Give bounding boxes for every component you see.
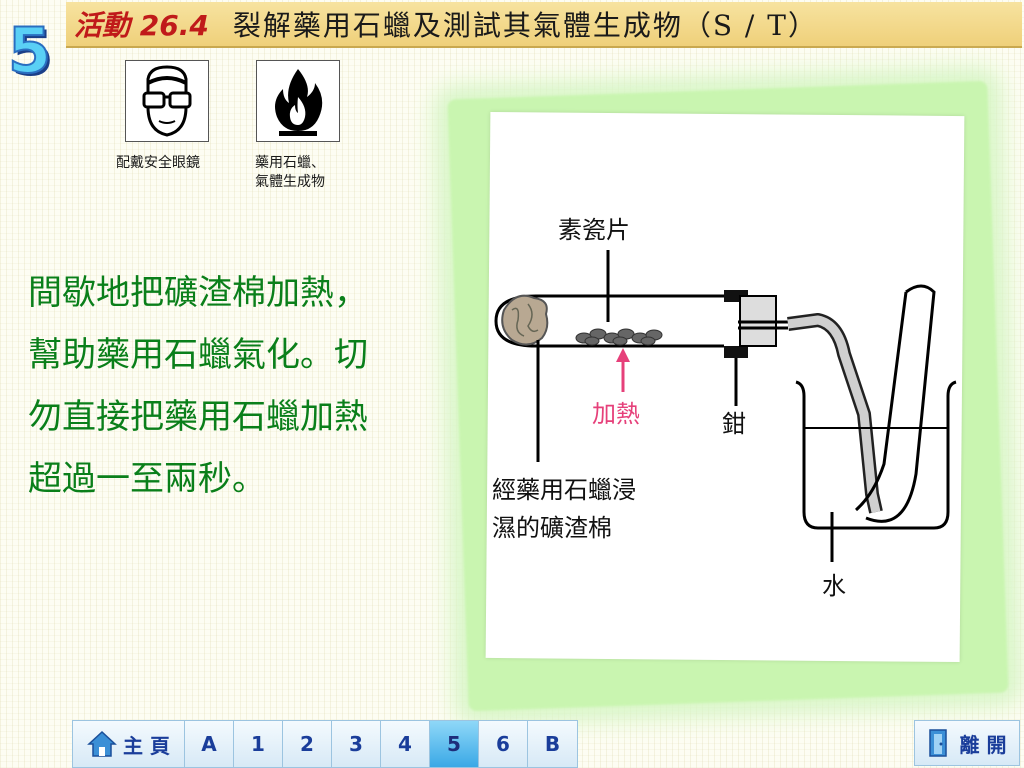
porcelain-label: 素瓷片 bbox=[558, 216, 630, 244]
exit-label: 離 開 bbox=[959, 732, 1007, 757]
page-navigation: 主 頁 A 1 2 3 4 5 6 B bbox=[72, 720, 578, 768]
flammable-icon bbox=[256, 60, 340, 142]
collection-tube bbox=[865, 284, 936, 523]
home-label: 主 頁 bbox=[123, 733, 170, 758]
beaker bbox=[795, 380, 957, 530]
cracking-apparatus-diagram: 素瓷片 加熱 鉗 經藥用石蠟浸 濕的礦渣棉 水 bbox=[492, 216, 957, 600]
home-icon bbox=[87, 730, 117, 757]
exit-button[interactable]: 離 開 bbox=[914, 720, 1020, 766]
safety-goggles-icon bbox=[125, 60, 209, 142]
goggles-label: 配戴安全眼鏡 bbox=[116, 154, 200, 170]
title-bar: 活動 26.4 裂解藥用石蠟及測試其氣體生成物（S / T） bbox=[66, 2, 1022, 48]
instruction-line-3: 勿直接把藥用石蠟加熱 bbox=[28, 397, 368, 437]
porcelain-chips bbox=[575, 328, 663, 346]
page-title: 裂解藥用石蠟及測試其氣體生成物（S / T） bbox=[232, 9, 818, 42]
nav-button-2[interactable]: 2 bbox=[283, 721, 332, 767]
test-tube bbox=[536, 294, 724, 348]
instruction-line-2: 幫助藥用石蠟氣化。切 bbox=[28, 335, 368, 375]
nav-button-1[interactable]: 1 bbox=[234, 721, 283, 767]
nav-button-3[interactable]: 3 bbox=[332, 721, 381, 767]
water-label: 水 bbox=[822, 572, 846, 600]
instruction-line-4: 超過一至兩秒。 bbox=[28, 459, 266, 499]
nav-button-4[interactable]: 4 bbox=[381, 721, 430, 767]
flammable-label: 藥用石蠟、 氣體生成物 bbox=[255, 153, 325, 191]
nav-button-a[interactable]: A bbox=[185, 721, 234, 767]
home-button[interactable]: 主 頁 bbox=[73, 721, 185, 767]
door-icon bbox=[928, 729, 947, 757]
nav-button-5[interactable]: 5 bbox=[430, 721, 479, 767]
clamp-bottom bbox=[724, 346, 748, 358]
mineral-wool bbox=[501, 294, 549, 346]
wool-label-line-1: 經藥用石蠟浸 bbox=[492, 476, 636, 504]
activity-label: 活動 26.4 bbox=[74, 9, 209, 42]
nav-button-6[interactable]: 6 bbox=[479, 721, 528, 767]
flammable-label-line-1: 藥用石蠟、 bbox=[255, 154, 325, 170]
chapter-number: 5 bbox=[7, 13, 52, 88]
heat-label: 加熱 bbox=[592, 400, 640, 428]
nav-button-b[interactable]: B bbox=[528, 721, 577, 767]
clamp-label: 鉗 bbox=[722, 410, 746, 438]
flammable-label-line-2: 氣體生成物 bbox=[255, 173, 325, 189]
instruction-text: 間歇地把礦渣棉加熱， 幫助藥用石蠟氣化。切 勿直接把藥用石蠟加熱 超過一至兩秒。 bbox=[28, 262, 468, 510]
instruction-line-1: 間歇地把礦渣棉加熱， bbox=[28, 273, 368, 313]
wool-label-line-2: 濕的礦渣棉 bbox=[492, 514, 612, 542]
